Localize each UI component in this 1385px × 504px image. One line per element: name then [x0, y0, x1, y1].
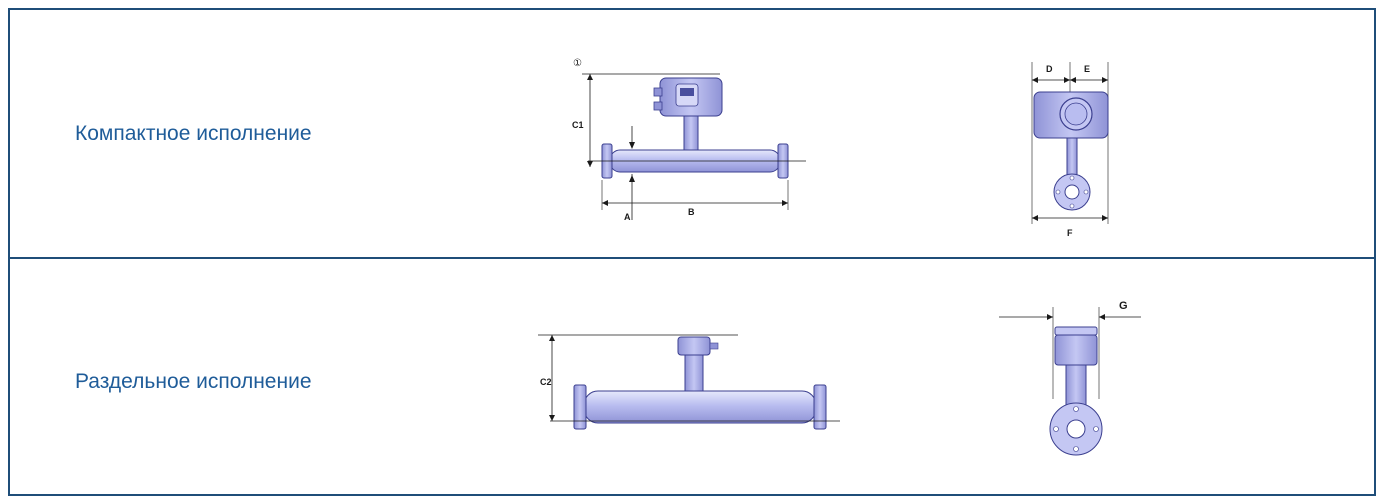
dim-b-label: B: [688, 207, 695, 217]
dim-a-label: A: [624, 212, 631, 222]
dim-c1-label: C1: [572, 120, 584, 130]
dim-e-label: E: [1084, 64, 1090, 74]
remote-side-view-drawing: C2: [538, 334, 840, 430]
remote-version-label: Раздельное исполнение: [75, 370, 312, 393]
marker-label: ①: [573, 58, 582, 69]
remote-end-view-drawing: G: [999, 300, 1141, 456]
dim-c2-label: C2: [540, 377, 552, 387]
compact-end-view-drawing: D E F: [1031, 62, 1109, 238]
dim-g-label: G: [1119, 300, 1128, 312]
dim-d-label: D: [1046, 64, 1053, 74]
row-remote: Раздельное исполнение C2: [10, 259, 1374, 496]
row-compact: Компактное исполнение: [10, 10, 1374, 259]
dim-f-label: F: [1067, 228, 1073, 238]
compact-version-label: Компактное исполнение: [75, 122, 312, 145]
compact-side-view-drawing: ① C1 A B: [572, 58, 806, 222]
dimension-table: Компактное исполнение: [8, 8, 1376, 496]
